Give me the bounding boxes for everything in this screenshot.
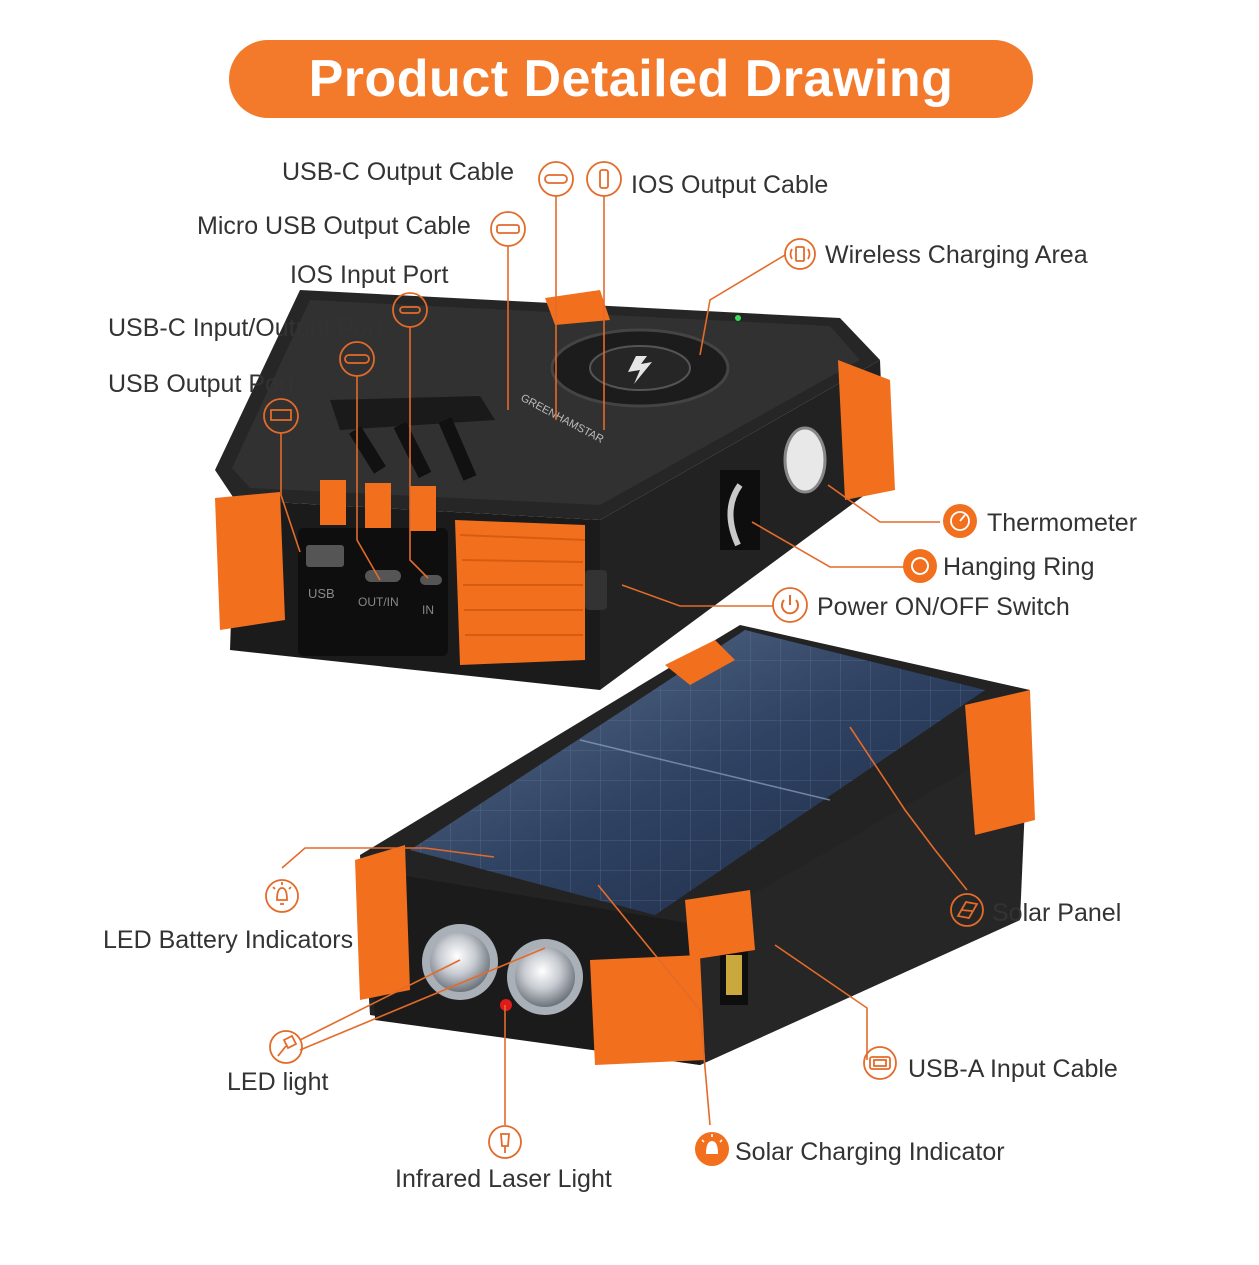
bumper xyxy=(965,690,1035,835)
usb-port-label: USB xyxy=(308,586,335,601)
hanging-ring-icon xyxy=(903,549,937,583)
laser-icon xyxy=(488,1125,522,1159)
infrared-laser xyxy=(500,999,512,1011)
led-indicator-icon xyxy=(265,879,299,913)
label-usb-a-input-cable: USB-A Input Cable xyxy=(908,1055,1118,1083)
in-port-label: IN xyxy=(422,603,434,617)
power-bank-bottom-view xyxy=(355,625,1035,1065)
label-wireless-charging-area: Wireless Charging Area xyxy=(825,241,1088,269)
power-bank-top-view: USB OUT/IN IN GREENHAMSTAR xyxy=(215,290,895,690)
bumper xyxy=(355,845,410,1000)
label-micro-usb-output-cable: Micro USB Output Cable xyxy=(197,212,471,240)
usb-a-connector xyxy=(726,955,742,995)
usb-port xyxy=(306,545,344,567)
label-usb-c-output-cable: USB-C Output Cable xyxy=(282,158,515,186)
status-led xyxy=(735,315,741,321)
label-power-switch: Power ON/OFF Switch xyxy=(817,593,1070,621)
label-led-battery-indicators: LED Battery Indicators xyxy=(103,926,354,954)
label-thermometer: Thermometer xyxy=(987,509,1138,537)
label-solar-panel: Solar Panel xyxy=(992,899,1122,927)
callout-icons xyxy=(263,161,984,1159)
thermometer-icon xyxy=(943,504,977,538)
lightning-icon xyxy=(628,356,652,384)
usb-c-port xyxy=(365,570,401,582)
page-title: Product Detailed Drawing xyxy=(229,40,1033,118)
label-usb-output-port: USB Output Port xyxy=(108,370,295,398)
power-button xyxy=(585,570,607,610)
bumper xyxy=(838,360,895,500)
usb-port-icon xyxy=(263,398,299,434)
thermometer-dial xyxy=(783,426,827,494)
ios-port xyxy=(420,575,442,585)
solar-panel-icon xyxy=(950,893,984,927)
hanging-ring xyxy=(727,483,743,547)
wireless-charging-icon xyxy=(784,238,816,270)
label-ios-input-port: IOS Input Port xyxy=(290,261,449,289)
bumper xyxy=(215,492,285,630)
callout-lines xyxy=(280,196,968,1126)
solar-indicator-icon xyxy=(695,1132,729,1166)
usb-c-port-icon xyxy=(339,341,375,377)
label-usb-c-input-output-port: USB-C Input/Output Port xyxy=(108,314,384,342)
usb-a-cable-icon xyxy=(863,1046,897,1080)
usb-c-cable-icon xyxy=(538,161,574,197)
micro-usb-cable-icon xyxy=(490,211,526,247)
outin-port-label: OUT/IN xyxy=(358,595,399,609)
label-infrared-laser-light: Infrared Laser Light xyxy=(395,1165,612,1193)
bumper xyxy=(455,520,585,665)
label-solar-charging-indicator: Solar Charging Indicator xyxy=(735,1138,1005,1166)
ios-cable-icon xyxy=(586,161,622,197)
label-ios-output-cable: IOS Output Cable xyxy=(631,171,829,199)
flashlight-icon xyxy=(269,1030,303,1064)
label-hanging-ring: Hanging Ring xyxy=(943,553,1095,581)
callout-icons-filled xyxy=(695,504,977,1166)
power-icon xyxy=(772,587,808,623)
bumper xyxy=(590,955,705,1065)
label-led-light: LED light xyxy=(227,1068,329,1096)
ios-port-icon xyxy=(392,292,428,328)
